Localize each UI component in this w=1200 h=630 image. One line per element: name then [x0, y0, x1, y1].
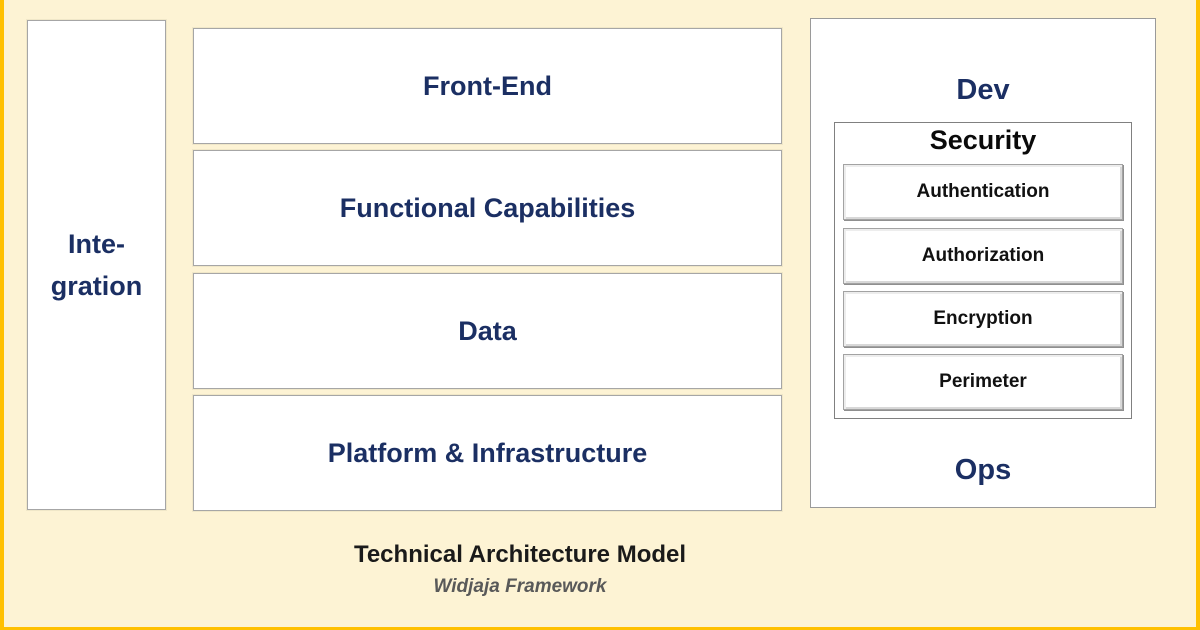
security-item-encryption: Encryption	[843, 291, 1123, 347]
security-box: Security Authentication Authorization En…	[834, 122, 1132, 419]
dev-label: Dev	[956, 74, 1010, 106]
security-item-perimeter-label: Perimeter	[939, 371, 1027, 392]
layer-box-functional-capabilities: Functional Capabilities	[193, 150, 782, 266]
layer-label-data: Data	[458, 315, 517, 346]
integration-label: Inte- gration	[51, 223, 143, 307]
devops-panel: Dev Security Authentication Authorizatio…	[810, 18, 1156, 508]
security-item-authentication: Authentication	[843, 164, 1123, 220]
caption: Technical Architecture Model Widjaja Fra…	[0, 541, 1040, 598]
integration-label-line2: gration	[50, 271, 143, 301]
security-item-encryption-label: Encryption	[933, 308, 1033, 329]
layer-label-front-end: Front-End	[423, 70, 552, 101]
layer-box-data: Data	[193, 273, 782, 389]
gold-edge-right	[1196, 0, 1200, 630]
layer-box-platform-infrastructure: Platform & Infrastructure	[193, 395, 782, 511]
security-item-authentication-label: Authentication	[916, 181, 1050, 202]
ops-label: Ops	[954, 454, 1012, 486]
integration-label-line1: Inte-	[68, 229, 125, 259]
gold-edge-bottom	[0, 627, 1200, 630]
integration-box: Inte- gration	[27, 20, 166, 510]
security-item-authorization-label: Authorization	[921, 245, 1045, 266]
layer-box-front-end: Front-End	[193, 28, 782, 144]
layer-label-functional-capabilities: Functional Capabilities	[339, 192, 636, 223]
diagram-subtitle: Widjaja Framework	[433, 576, 607, 597]
security-item-authorization: Authorization	[843, 228, 1123, 284]
security-item-perimeter: Perimeter	[843, 354, 1123, 410]
security-title: Security	[929, 125, 1037, 155]
diagram-title: Technical Architecture Model	[353, 541, 687, 568]
gold-edge-left	[0, 0, 4, 630]
layer-label-platform-infrastructure: Platform & Infrastructure	[327, 437, 648, 468]
